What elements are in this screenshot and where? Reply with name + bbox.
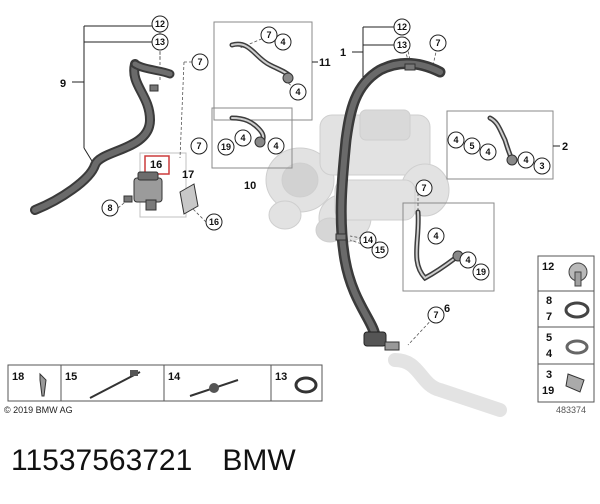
legend-bottom-14: 14 [168,371,181,383]
brand: BMW [222,444,296,477]
legend-right-5: 5 [546,332,552,344]
svg-text:4: 4 [465,255,470,265]
legend-bottom-15: 15 [65,371,77,383]
clamps [123,63,416,241]
svg-text:4: 4 [240,133,245,143]
pipe-6 [414,209,464,282]
svg-text:4: 4 [433,231,438,241]
svg-text:7: 7 [435,38,440,48]
box-11 [213,21,313,121]
turbocharger-ghost [265,109,450,243]
callout-4-d: 4 [267,137,285,155]
callout-12-a: 12 [151,15,169,33]
svg-text:7: 7 [433,310,438,320]
legend-right-7: 7 [546,311,552,323]
copyright-text: © 2019 BMW AG [4,405,73,415]
svg-text:4: 4 [453,135,458,145]
callout-7-b: 7 [260,26,278,44]
box-6 [402,202,495,292]
callout-15-a: 15 [371,241,389,259]
label-17: 17 [182,169,194,181]
svg-text:3: 3 [539,161,544,171]
svg-text:12: 12 [397,22,407,32]
svg-text:7: 7 [421,183,426,193]
svg-text:4: 4 [273,141,278,151]
callout-19-a: 19 [217,138,235,156]
svg-text:4: 4 [295,87,300,97]
pipe-11 [229,41,294,84]
legend-bottom-13: 13 [275,371,287,383]
callout-8: 8 [101,199,119,217]
box-10 [211,107,293,169]
svg-text:4: 4 [280,37,285,47]
label-6: 6 [444,303,450,315]
svg-text:16: 16 [209,217,219,227]
svg-text:7: 7 [196,141,201,151]
pipe-2 [487,115,518,166]
legend-bottom: 18 15 14 13 [7,364,323,402]
oil-return-ghost [388,353,507,417]
callout-7-c: 7 [429,34,447,52]
legend-right-12: 12 [542,261,554,273]
svg-text:7: 7 [197,57,202,67]
callout-7-d: 7 [415,179,433,197]
callout-4-f: 4 [479,143,497,161]
svg-text:19: 19 [476,267,486,277]
callout-3-a: 3 [533,157,551,175]
svg-text:4: 4 [485,147,490,157]
legend-right-4: 4 [546,348,553,360]
svg-text:14: 14 [363,235,373,245]
legend-bottom-18: 18 [12,371,24,383]
callout-4-g: 4 [517,151,535,169]
legend-right-19: 19 [542,385,554,397]
bracket-17 [179,183,199,215]
callout-5-a: 5 [463,137,481,155]
label-9: 9 [60,78,66,90]
callout-7-e: 7 [190,137,208,155]
callout-19-b: 19 [472,263,490,281]
diagram-number: 483374 [556,405,587,415]
hose-9 [30,59,175,215]
legend-right: 12 8 7 5 4 3 19 [537,255,595,403]
legend-right-3: 3 [546,369,552,381]
callout-14-a: 14 [359,231,377,249]
callout-4-a: 4 [274,33,292,51]
callout-4-i: 4 [459,251,477,269]
hose-fitting [363,331,400,351]
part-number: 11537563721 [11,444,193,477]
callout-4-b: 4 [289,83,307,101]
callout-13-a: 13 [151,33,169,51]
solenoid-valve-16 [133,171,163,211]
svg-text:13: 13 [397,40,407,50]
label-11: 11 [319,57,331,69]
callout-4-e: 4 [447,131,465,149]
callout-13-b: 13 [393,36,411,54]
legend-right-8: 8 [546,295,552,307]
label-16: 16 [150,159,162,171]
svg-text:13: 13 [155,37,165,47]
bracket-9 [83,25,160,167]
svg-text:15: 15 [375,245,385,255]
svg-text:12: 12 [155,19,165,29]
label-1: 1 [340,47,346,59]
svg-text:8: 8 [107,203,112,213]
box-2 [446,110,554,180]
pipe-10 [229,115,266,148]
callout-7-a: 7 [191,53,209,71]
hose-1 [335,57,446,341]
label-10: 10 [244,180,256,192]
callout-12-b: 12 [393,18,411,36]
callout-4-h: 4 [427,227,445,245]
svg-text:7: 7 [266,30,271,40]
callout-4-c: 4 [234,129,252,147]
bracket-1 [352,26,403,77]
parts-diagram: 12 13 7 8 16 14 15 4 7 4 19 4 4 7 12 13 … [7,15,595,417]
svg-text:19: 19 [221,142,231,152]
callout-7-f: 7 [427,306,445,324]
caption: 11537563721 BMW [11,444,326,478]
callout-16-b: 16 [205,213,223,231]
svg-text:4: 4 [523,155,528,165]
svg-text:5: 5 [469,141,474,151]
label-2: 2 [562,141,568,153]
